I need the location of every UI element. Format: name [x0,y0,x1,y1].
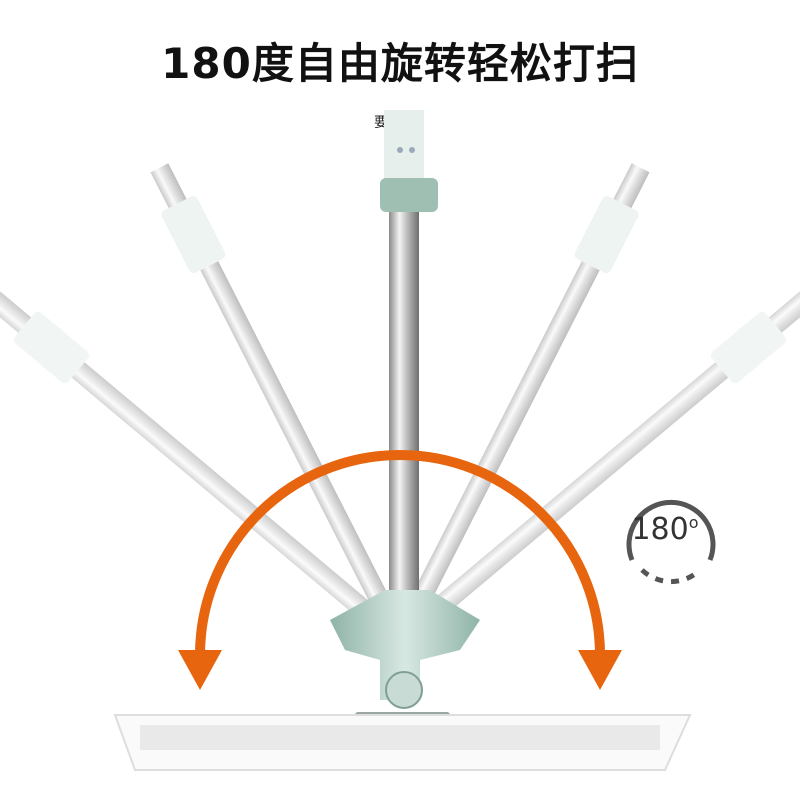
ghost-pole-left [150,163,405,636]
rotation-badge-value: 180 [631,512,689,547]
mop-head [113,714,692,771]
main-pole [380,110,438,602]
ghost-pole-right [395,163,650,636]
rotation-180-badge-icon [626,499,716,585]
rotation-badge-unit: o [688,513,699,532]
ghost-pole-far-right [401,291,800,642]
rotation-arc-arrow-icon [178,450,622,690]
ghost-pole-far-left [0,291,399,642]
rotation-badge-label: 180o [620,512,710,547]
headline: 180度自由旋转轻松打扫 [161,39,639,88]
